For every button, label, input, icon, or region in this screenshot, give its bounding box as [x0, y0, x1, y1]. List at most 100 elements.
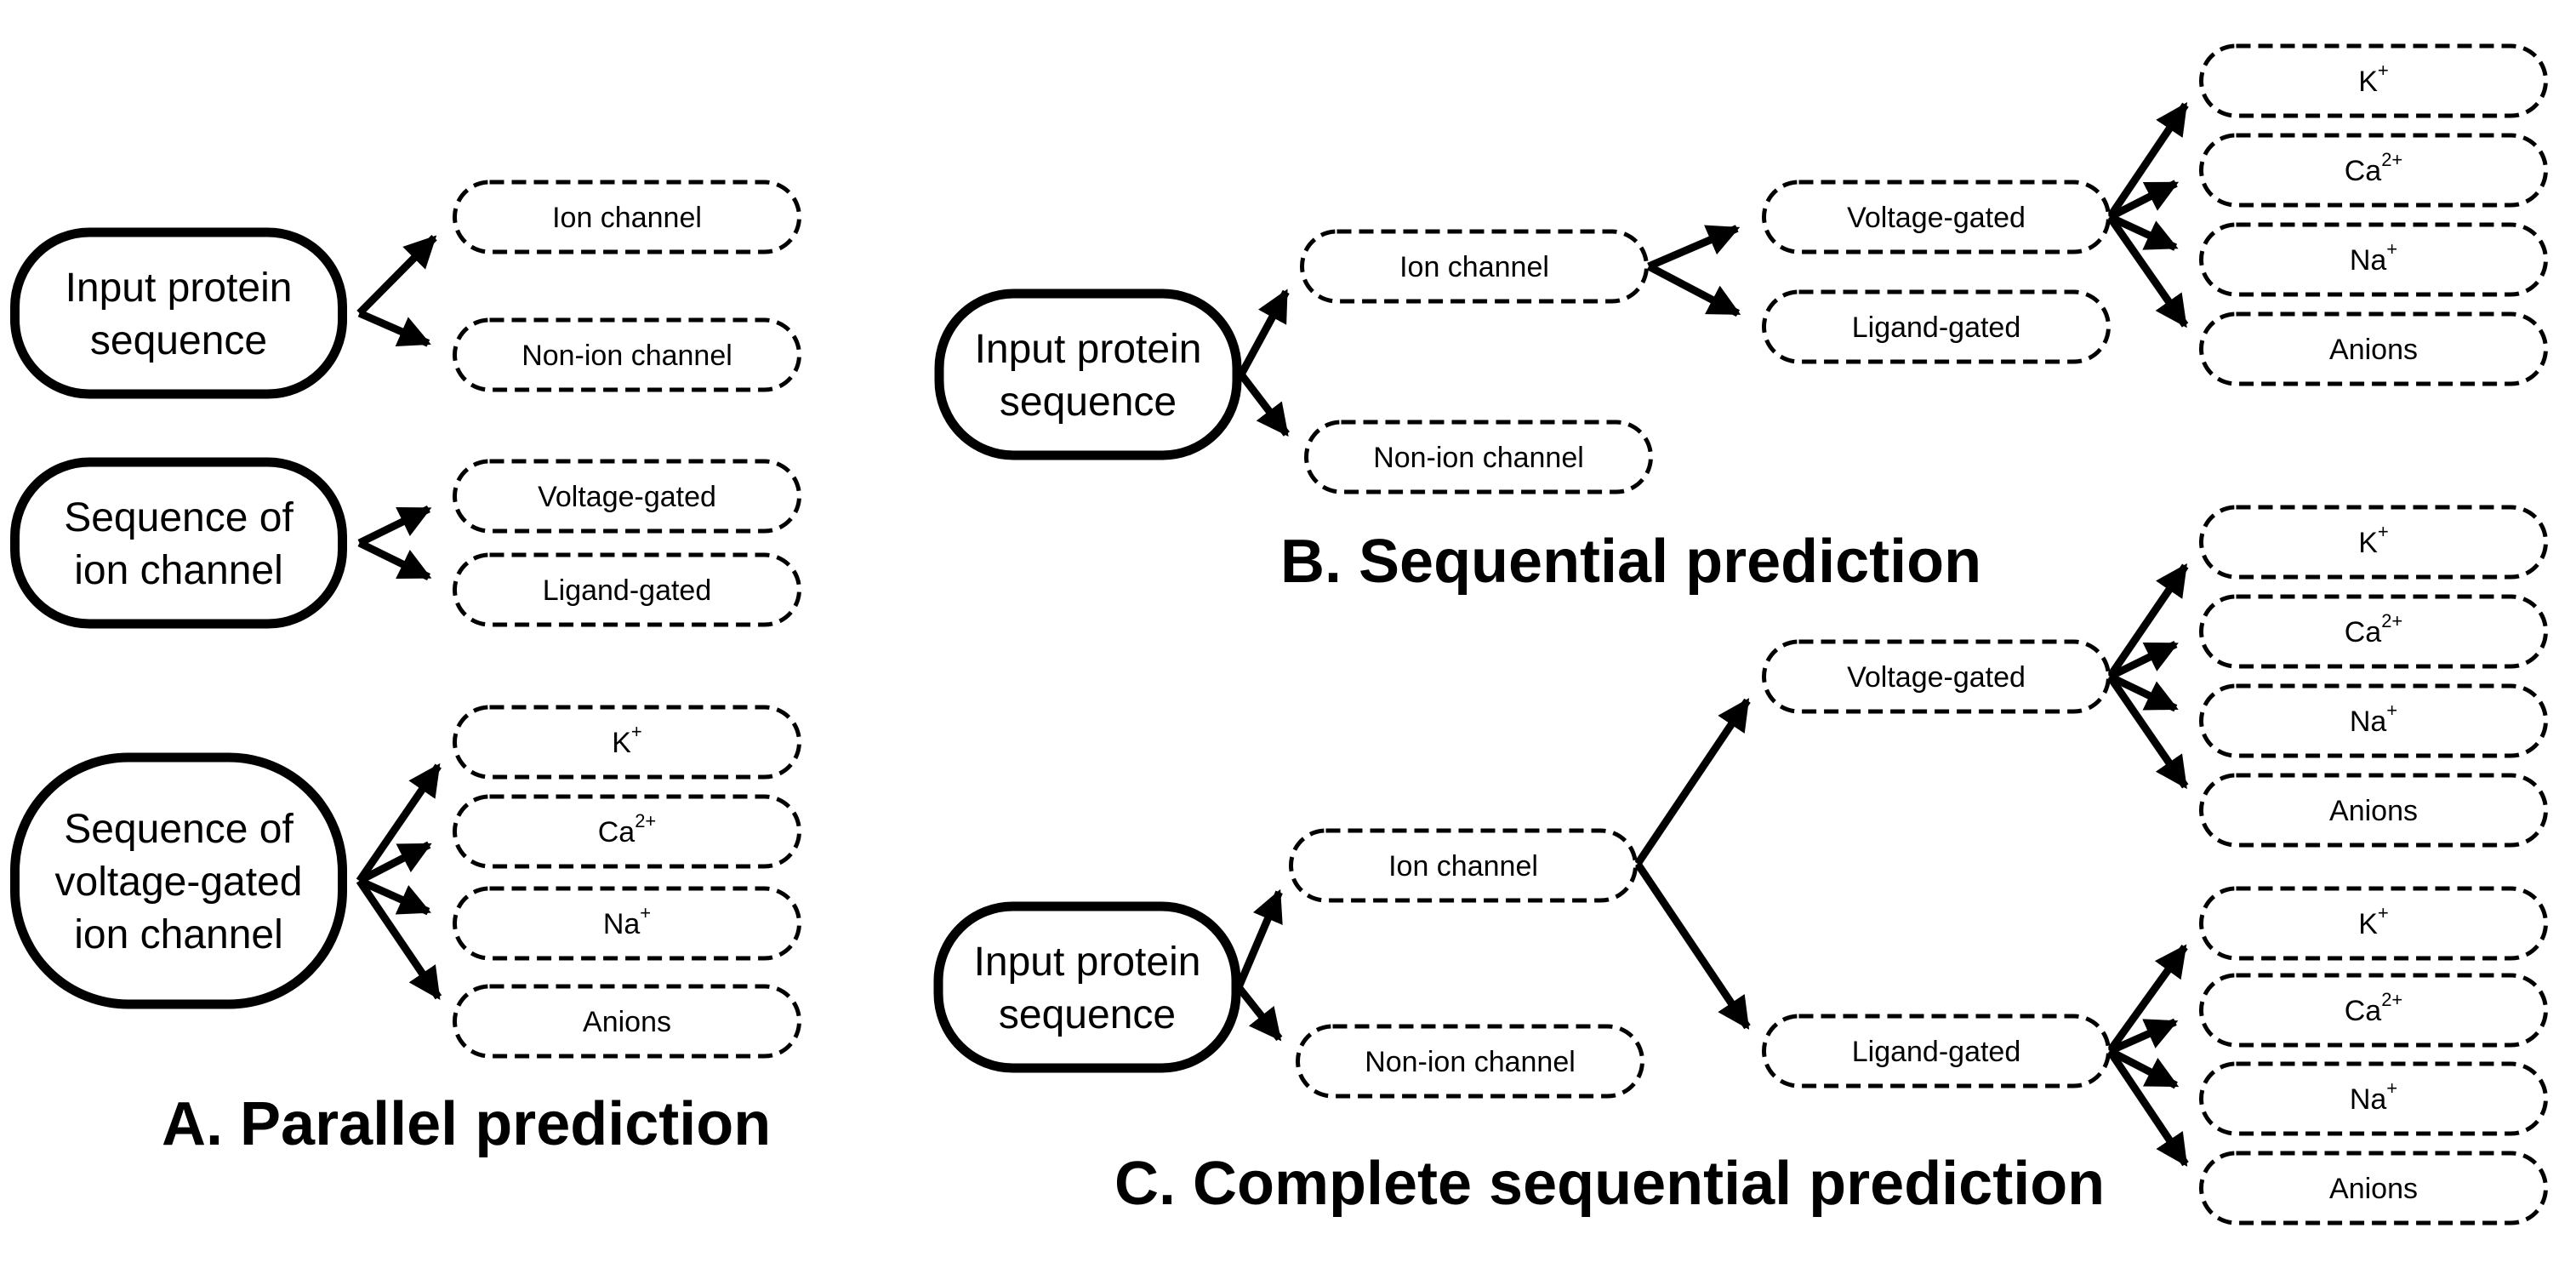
panel-a-output-ion-channel: Ion channel — [453, 180, 801, 254]
output-box-superscript: 2+ — [2381, 989, 2402, 1010]
arrows-layer — [356, 102, 2189, 1167]
input-box-outline — [934, 289, 1242, 460]
panel-b-non-ion-channel: Non-ion channel — [1304, 420, 1653, 494]
panel-c-voltage-k: K+ — [2199, 505, 2548, 580]
input-box-label: sequence — [999, 992, 1176, 1037]
panel-c-arrow-voltage-ca — [2108, 640, 2179, 681]
panel-b-title: B. Sequential prediction — [1280, 528, 1981, 596]
panel-b-arrow-non-ion-channel — [1238, 372, 1290, 437]
output-box-outline — [2199, 683, 2548, 758]
panel-c-voltage-na: Na+ — [2199, 683, 2548, 758]
input-box-outline — [10, 227, 347, 399]
panel-a-output-voltage-gated: Voltage-gated — [453, 459, 801, 534]
output-box-outline — [453, 794, 801, 869]
panel-c-title: C. Complete sequential prediction — [1114, 1150, 2105, 1218]
output-box-superscript: + — [2386, 700, 2397, 721]
panel-c-non-ion-channel: Non-ion channel — [1296, 1024, 1644, 1099]
output-box-superscript: + — [2378, 902, 2389, 923]
output-box-outline — [453, 705, 801, 780]
output-box-outline — [2199, 1151, 2548, 1225]
output-box-label: Anions — [2329, 795, 2418, 827]
output-box-label: Voltage-gated — [538, 481, 716, 513]
output-box-label: Voltage-gated — [1847, 661, 2026, 694]
output-box-label: Non-ion channel — [1373, 442, 1584, 474]
input-box-label: voltage-gated — [55, 860, 303, 905]
panel-b-anions: Anions — [2199, 311, 2548, 386]
panel-a-arrow-1-ion-channel — [356, 234, 437, 317]
output-box-outline — [453, 984, 801, 1059]
input-box-label: sequence — [90, 318, 267, 363]
panel-b-ion-channel: Ion channel — [1300, 229, 1649, 304]
panel-c-ligand-k: K+ — [2199, 886, 2548, 961]
panel-a-arrow-3-ca — [357, 841, 432, 884]
panel-c-voltage-gated: Voltage-gated — [1762, 639, 2111, 714]
output-box-outline — [2199, 311, 2548, 386]
output-box-label: K+ — [612, 721, 642, 759]
output-box-outline — [1289, 828, 1638, 903]
output-box-label: Non-ion channel — [521, 340, 732, 372]
panel-c-voltage-anions: Anions — [2199, 773, 2548, 848]
panel-b-arrow-na — [2108, 213, 2179, 251]
output-box-label: Ion channel — [1388, 850, 1538, 883]
panel-c-ion-channel: Ion channel — [1289, 828, 1638, 903]
input-box-label: Sequence of — [64, 495, 294, 540]
panel-c-ligand-anions: Anions — [2199, 1151, 2548, 1225]
panel-a-arrow-3-na — [357, 877, 431, 916]
panel-c-arrow-voltage-na — [2108, 672, 2179, 712]
output-box-outline — [1304, 420, 1653, 494]
panel-b-ca: Ca2+ — [2199, 133, 2548, 208]
output-box-superscript: + — [2386, 1077, 2397, 1099]
input-box-label: Input protein — [975, 327, 1202, 372]
output-box-label: Anions — [2329, 1173, 2418, 1205]
panel-b-k: K+ — [2199, 43, 2548, 118]
input-box-label: Sequence of — [64, 807, 294, 852]
input-box-outline — [10, 457, 347, 629]
panel-a-output-k: K+ — [453, 705, 801, 780]
panel-c-arrow-voltage-k — [2106, 563, 2189, 679]
output-box-outline — [453, 180, 801, 254]
output-box-outline — [2199, 773, 2548, 848]
output-box-label: Voltage-gated — [1847, 202, 2026, 234]
output-box-outline — [453, 552, 801, 627]
output-box-outline — [2199, 594, 2548, 669]
panel-a-arrow-2-voltage-gated — [357, 505, 432, 547]
panel-b-arrow-voltage-gated — [1647, 225, 1741, 271]
output-box-outline — [1762, 639, 2111, 714]
panel-a-output-ca: Ca2+ — [453, 794, 801, 869]
output-box-superscript: 2+ — [2381, 610, 2402, 631]
output-box-outline — [453, 317, 801, 392]
output-box-superscript: 2+ — [635, 810, 656, 831]
input-box-label: Input protein — [66, 266, 293, 311]
panel-a-title: A. Parallel prediction — [162, 1090, 771, 1158]
panel-a-arrow-3-k — [356, 763, 442, 883]
output-box-superscript: + — [2386, 238, 2397, 260]
output-box-outline — [2199, 973, 2548, 1048]
panel-b-arrow-ca — [2107, 180, 2180, 221]
input-box-label: ion channel — [74, 912, 283, 957]
output-box-outline — [2199, 886, 2548, 961]
panel-c-arrow-non-ion-channel — [1235, 985, 1283, 1042]
output-box-label: Ligand-gated — [1852, 311, 2021, 344]
panel-a-arrow-1-non-ion-channel — [357, 309, 431, 347]
panel-c-arrow-ion-channel — [1234, 888, 1283, 989]
panel-c-arrow-ligand-na — [2107, 1048, 2180, 1089]
output-box-label: Anions — [2329, 334, 2418, 366]
panel-a-output-non-ion-channel: Non-ion channel — [453, 317, 801, 392]
panel-c-arrow-ligand-k — [2106, 944, 2188, 1054]
panel-c-arrow-ligand-ca — [2108, 1018, 2179, 1055]
panel-c-ligand-gated: Ligand-gated — [1762, 1014, 2111, 1088]
panel-b-ligand-gated: Ligand-gated — [1762, 289, 2111, 364]
panel-c-voltage-ca: Ca2+ — [2199, 594, 2548, 669]
output-box-outline — [2199, 222, 2548, 297]
input-box-label: Input protein — [974, 940, 1201, 985]
output-box-outline — [1300, 229, 1649, 304]
output-box-label: Ligand-gated — [1852, 1036, 2021, 1068]
output-box-outline — [453, 886, 801, 961]
output-box-outline — [2199, 1061, 2548, 1136]
panel-c-arrow-ligand-gated — [1634, 861, 1751, 1030]
panel-a-output-na: Na+ — [453, 886, 801, 961]
output-box-label: K+ — [2358, 902, 2389, 940]
